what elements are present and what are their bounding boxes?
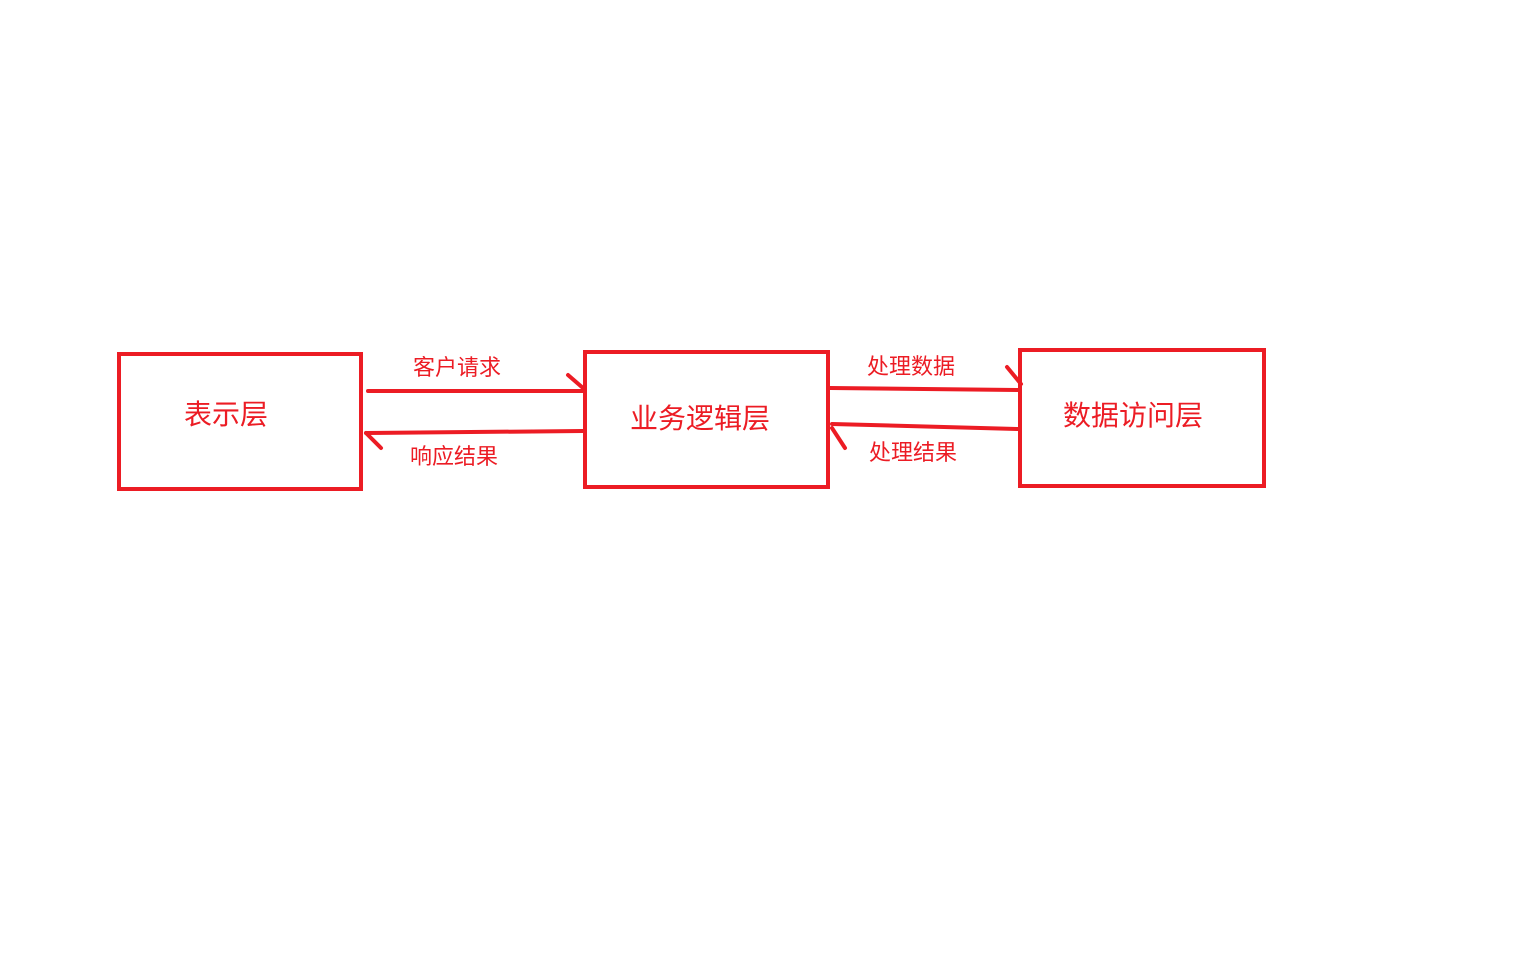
process-data-arrowhead — [1005, 365, 1023, 386]
response-result-arrow — [364, 429, 585, 435]
process-result-arrowhead — [830, 426, 847, 450]
process-data-edge: 处理数据 — [828, 355, 1023, 392]
business-layer-box — [583, 350, 830, 489]
presentation-layer-node: 表示层 — [117, 352, 363, 491]
process-result-arrow — [830, 422, 1020, 431]
data-access-layer-label: 数据访问层 — [1063, 399, 1203, 432]
client-request-label: 客户请求 — [413, 356, 501, 381]
business-layer-node: 业务逻辑层 — [583, 350, 830, 489]
response-result-edge: 响应结果 — [364, 429, 585, 470]
process-data-arrow — [828, 386, 1020, 392]
response-result-label: 响应结果 — [410, 445, 498, 470]
client-request-edge: 客户请求 — [366, 356, 585, 393]
presentation-layer-box — [117, 352, 363, 491]
response-result-arrowhead — [364, 431, 383, 450]
data-access-layer-node: 数据访问层 — [1018, 348, 1266, 488]
presentation-layer-label: 表示层 — [184, 398, 268, 431]
process-result-label: 处理结果 — [869, 441, 957, 466]
data-access-layer-box — [1018, 348, 1266, 488]
process-data-label: 处理数据 — [867, 355, 955, 380]
client-request-arrowhead — [566, 373, 585, 390]
process-result-edge: 处理结果 — [830, 422, 1020, 466]
business-layer-label: 业务逻辑层 — [630, 402, 770, 435]
